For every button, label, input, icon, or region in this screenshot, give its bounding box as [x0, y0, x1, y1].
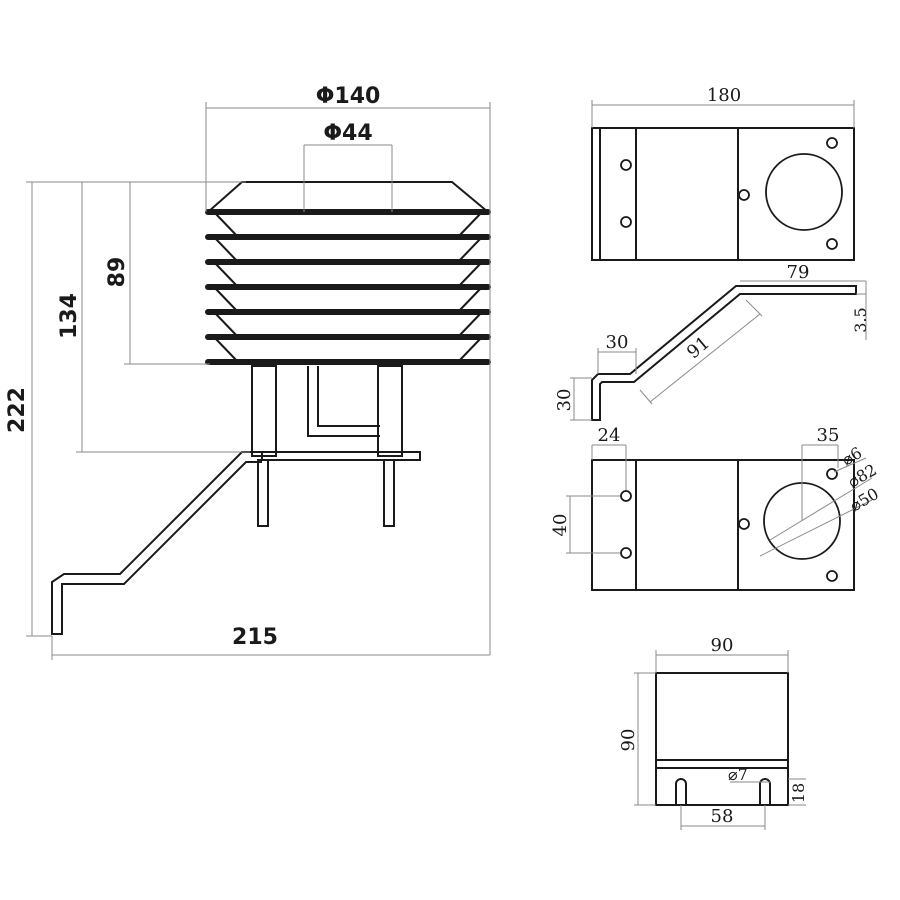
bracket-top-view: 180: [591, 85, 855, 261]
main-view-dimensions: [26, 102, 491, 660]
dim-label-base-height: 30: [554, 389, 575, 412]
mount-hole: [826, 570, 838, 582]
clamp-slot-right: [759, 778, 771, 805]
mount-hole: [620, 547, 632, 559]
dim-label-top-flat: 79: [787, 262, 810, 283]
bracket-top-outline: [591, 127, 855, 261]
mounting-bolt-left: [257, 459, 269, 527]
bracket-side-view: 79 3.5 30 30 91: [554, 262, 870, 421]
mounting-plate: [261, 451, 421, 461]
dim-label-width-total: 215: [232, 625, 278, 650]
dim-label-height-shield: 89: [105, 257, 130, 288]
dim-label-base-flat: 30: [606, 332, 629, 353]
dim-label-slot-depth: 18: [789, 783, 808, 803]
dim-label-dia-outer: Φ140: [316, 84, 381, 109]
dim-label-slot-spacing: 58: [711, 806, 734, 827]
support-post-left: [251, 365, 277, 457]
dim-label-slot-dia: ⌀7: [728, 765, 748, 784]
mount-hole: [826, 137, 838, 149]
center-hole: [765, 153, 843, 231]
dim-label-clamp-width: 90: [711, 635, 734, 656]
dim-label-hole-offset: 35: [817, 425, 840, 446]
dim-label-edge-offset: 24: [598, 425, 621, 446]
dim-label-thickness: 3.5: [851, 307, 870, 332]
mount-hole: [738, 518, 750, 530]
mount-hole: [738, 189, 750, 201]
dim-label-dia-inner: Φ44: [323, 121, 372, 146]
louver-plates: [205, 209, 491, 365]
main-view-labels: Φ140 Φ44 89 134 222 215: [5, 84, 380, 650]
bracket-bottom-view: 24 40 35 ⌀6 ⌀82 ⌀50: [550, 425, 882, 591]
clamp-outline: [655, 672, 789, 806]
dim-label-height-mid: 134: [57, 293, 82, 339]
dim-label-hole-spacing: 40: [550, 514, 571, 537]
shield-top-cap: [207, 181, 489, 213]
mount-hole: [826, 238, 838, 250]
bracket-side-profile: [591, 285, 857, 421]
bracket-profile: [51, 451, 262, 635]
sensor-housing: [307, 366, 380, 437]
support-post-right: [377, 365, 403, 457]
clamp-slot-left: [675, 778, 687, 805]
dim-label-bracket-length: 180: [707, 85, 741, 106]
mount-hole: [826, 468, 838, 480]
dim-label-height-total: 222: [5, 387, 30, 433]
dim-label-clamp-height: 90: [618, 729, 639, 752]
mounting-bolt-right: [383, 459, 395, 527]
mount-hole: [620, 159, 632, 171]
clamp-view: 90 90 ⌀7 18 58: [618, 635, 808, 830]
bracket-bottom-outline: [591, 459, 855, 591]
louver-cone-edges: [213, 211, 483, 363]
mount-hole: [620, 216, 632, 228]
radiation-shield-view: [51, 181, 491, 635]
mount-hole: [620, 490, 632, 502]
